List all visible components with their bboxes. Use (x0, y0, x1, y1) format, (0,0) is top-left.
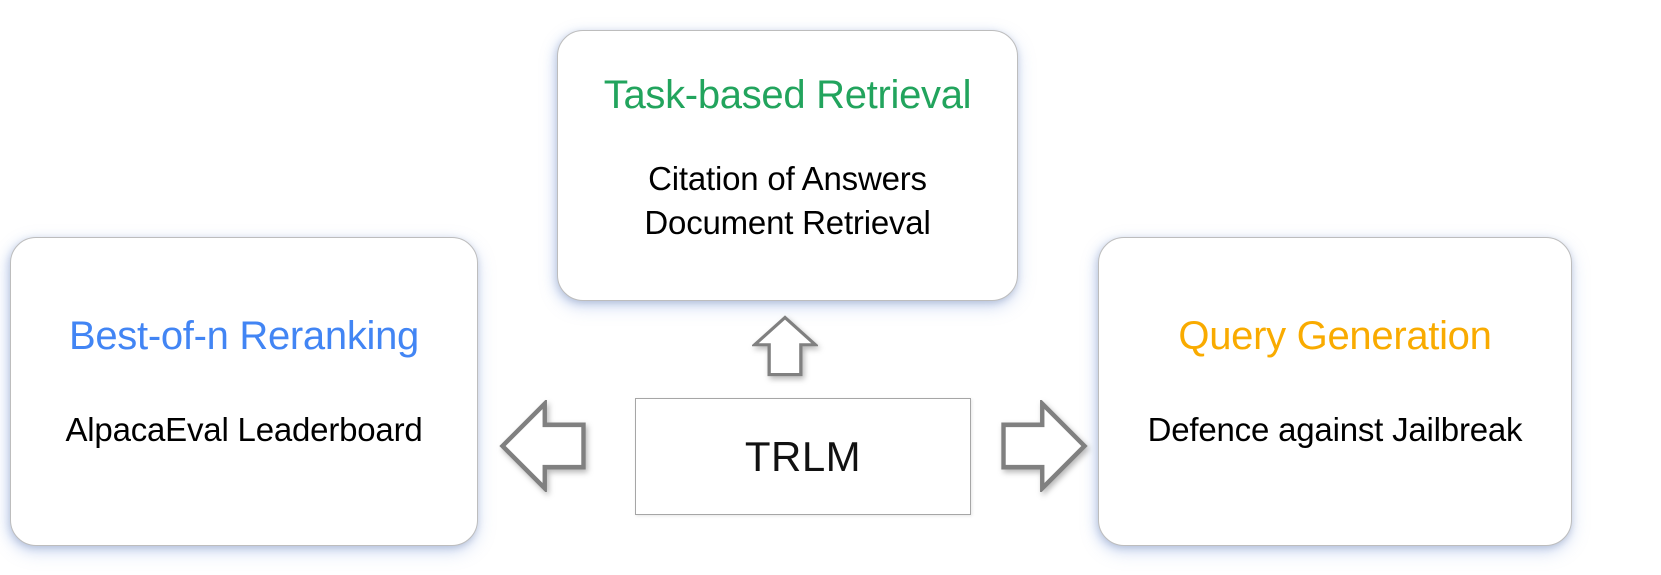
node-body-line-document-retrieval: Document Retrieval (644, 203, 931, 241)
node-body-line-defence-against-jailbreak: Defence against Jailbreak (1147, 411, 1523, 449)
arrow-up-icon (752, 315, 818, 377)
node-title-query-generation: Query Generation (1178, 314, 1492, 358)
arrow-left-icon (499, 400, 587, 492)
node-body-best-of-n-reranking: AlpacaEval Leaderboard (65, 408, 422, 452)
node-card-trlm: TRLM (635, 398, 971, 515)
node-body-line-alpacaeval-leaderboard: AlpacaEval Leaderboard (65, 411, 423, 449)
node-body-line-citation-of-answers: Citation of Answers (648, 160, 927, 198)
node-body-query-generation: Defence against Jailbreak (1148, 408, 1523, 452)
node-card-task-based-retrieval: Task-based Retrieval Citation of Answers… (557, 30, 1018, 301)
node-card-query-generation: Query Generation Defence against Jailbre… (1098, 237, 1572, 546)
node-title-task-based-retrieval: Task-based Retrieval (603, 73, 972, 117)
node-title-best-of-n-reranking: Best-of-n Reranking (68, 314, 420, 358)
node-card-best-of-n-reranking: Best-of-n Reranking AlpacaEval Leaderboa… (10, 237, 478, 546)
node-title-trlm: TRLM (744, 432, 862, 480)
node-body-task-based-retrieval: Citation of Answers Document Retrieval (644, 157, 930, 244)
arrow-right-icon (1000, 400, 1088, 492)
